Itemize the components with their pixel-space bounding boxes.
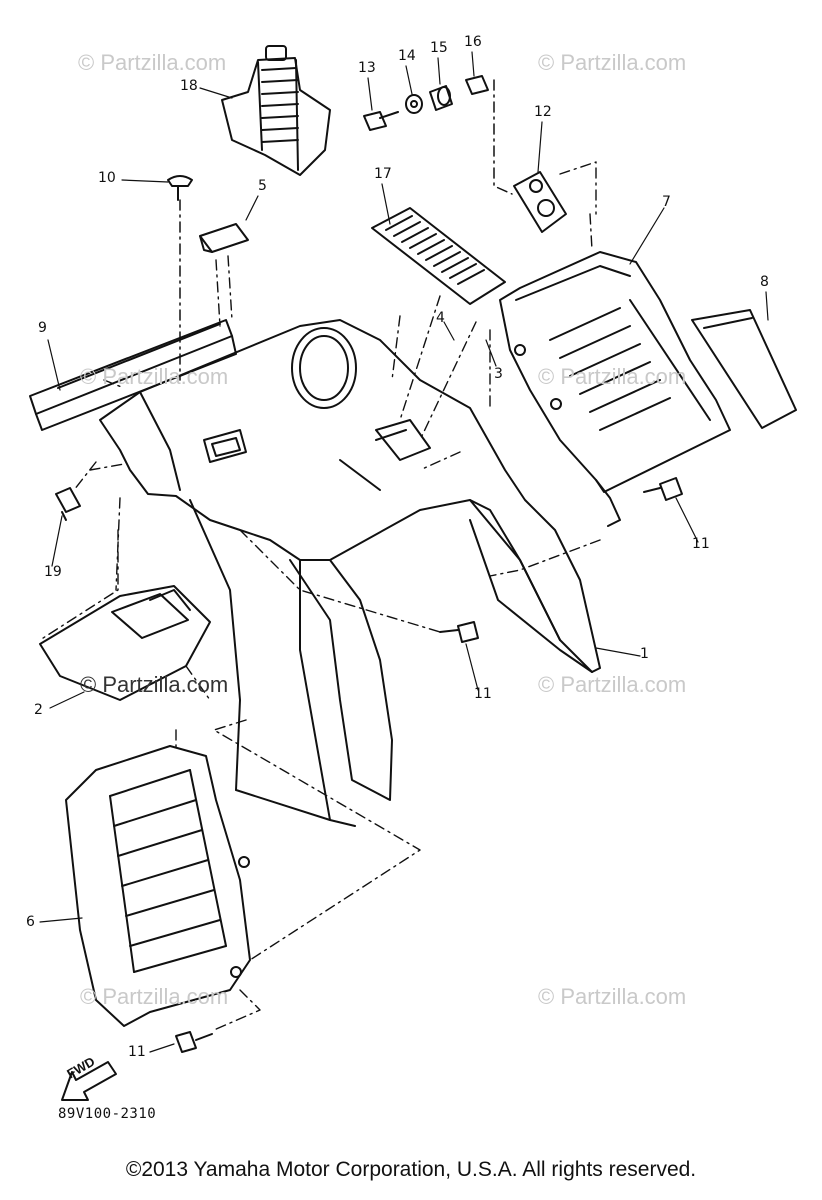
callout-14: 14 xyxy=(398,48,416,64)
callout-18: 18 xyxy=(180,78,198,94)
part-12-latch xyxy=(493,79,567,233)
callout-5: 5 xyxy=(258,178,267,194)
callout-4: 4 xyxy=(436,310,445,326)
callout-8: 8 xyxy=(760,274,769,290)
watermark: © Partzilla.com xyxy=(538,50,687,75)
callout-15: 15 xyxy=(430,40,448,56)
callout-2: 2 xyxy=(34,702,43,718)
part-5-bracket xyxy=(199,223,249,253)
parts-13-16-hardware xyxy=(363,75,489,131)
watermark: © Partzilla.com xyxy=(78,50,227,75)
callout-11c: 11 xyxy=(128,1044,146,1060)
part-8-plate xyxy=(691,309,797,429)
callout-13: 13 xyxy=(358,60,376,76)
callout-6: 6 xyxy=(26,914,35,930)
callout-1: 1 xyxy=(640,646,649,662)
callout-16: 16 xyxy=(464,34,482,50)
fwd-arrow-icon xyxy=(61,1061,117,1101)
part-10-clip xyxy=(167,175,193,381)
callout-7: 7 xyxy=(662,194,671,210)
callout-12: 12 xyxy=(534,104,552,120)
leader-lines xyxy=(39,161,601,1031)
watermark: © Partzilla.com xyxy=(80,984,229,1009)
watermark: © Partzilla.com xyxy=(538,984,687,1009)
part-18-boot xyxy=(221,45,331,176)
callout-10: 10 xyxy=(98,170,116,186)
copyright-notice: ©2013 Yamaha Motor Corporation, U.S.A. A… xyxy=(125,1158,697,1181)
part-7-right-cover xyxy=(499,251,731,527)
callout-11a: 11 xyxy=(692,536,710,552)
callout-9: 9 xyxy=(38,320,47,336)
callout-11b: 11 xyxy=(474,686,492,702)
part-1-main-body xyxy=(99,319,601,827)
callout-17: 17 xyxy=(374,166,392,182)
watermark: © Partzilla.com xyxy=(538,364,687,389)
part-17-mat xyxy=(371,207,506,305)
callout-leaders xyxy=(39,51,769,1053)
part-6-left-cover xyxy=(65,745,251,1027)
watermark: © Partzilla.com xyxy=(538,672,687,697)
callout-19: 19 xyxy=(44,564,62,580)
part-2-tray xyxy=(39,585,211,701)
part-11-screws xyxy=(175,477,683,1053)
watermark: © Partzilla.com xyxy=(80,364,229,389)
watermark: © Partzilla.com xyxy=(80,672,229,697)
callout-3: 3 xyxy=(494,366,503,382)
drawing-code: 89V100-2310 xyxy=(58,1106,157,1122)
part-19-clip xyxy=(55,487,81,521)
